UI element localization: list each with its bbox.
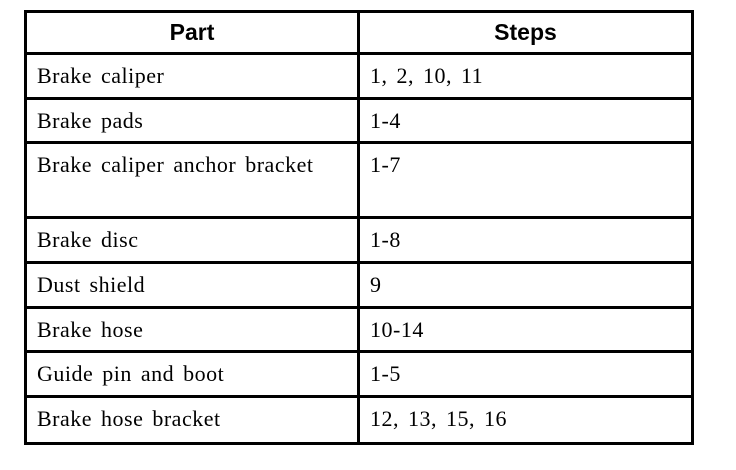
steps-cell: 9 [357,261,694,309]
part-cell: Dust shield [24,261,360,309]
table-row: Brake disc 1-8 [24,216,694,265]
parts-steps-table: Part Steps Brake caliper 1, 2, 10, 11 Br… [24,10,694,446]
steps-cell: 1, 2, 10, 11 [357,52,694,100]
table-row: Brake hose 10-14 [24,305,694,354]
part-column-header: Part [24,10,360,55]
table-row: Brake hose bracket 12, 13, 15, 16 [24,395,694,446]
part-cell: Brake hose bracket [24,395,360,446]
part-cell: Brake hose [24,305,360,354]
steps-column-header: Steps [357,10,694,55]
steps-cell: 1-8 [357,216,694,265]
table-row: Brake pads 1-4 [24,96,694,145]
part-cell: Guide pin and boot [24,350,360,399]
steps-cell: 1-5 [357,350,694,399]
table-row: Brake caliper 1, 2, 10, 11 [24,52,694,100]
table-row: Dust shield 9 [24,261,694,309]
steps-cell: 1-7 [357,141,694,220]
steps-cell: 12, 13, 15, 16 [357,395,694,446]
part-cell: Brake caliper [24,52,360,100]
steps-cell: 1-4 [357,96,694,145]
table-row: Brake caliper anchor bracket 1-7 [24,141,694,220]
part-cell: Brake pads [24,96,360,145]
part-cell: Brake caliper anchor bracket [24,141,360,220]
table-row: Guide pin and boot 1-5 [24,350,694,399]
header-row: Part Steps [24,10,694,55]
part-cell: Brake disc [24,216,360,265]
steps-cell: 10-14 [357,305,694,354]
